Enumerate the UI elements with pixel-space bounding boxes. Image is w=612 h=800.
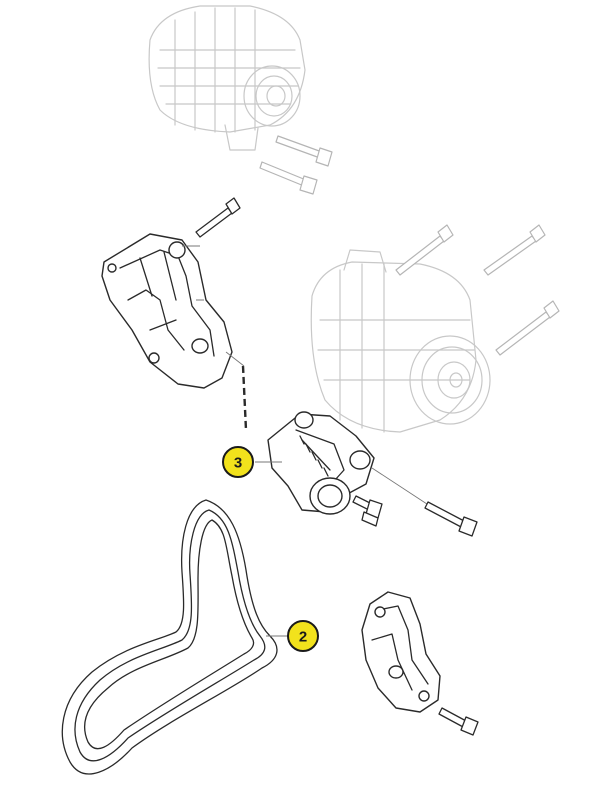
callout-2-circle xyxy=(287,620,319,652)
callout-3: 3 xyxy=(222,446,254,478)
compressor-bolt-2 xyxy=(483,224,546,276)
alignment-dashed-line xyxy=(241,365,248,431)
compressor-bolt-3 xyxy=(495,300,560,356)
mounting-bracket xyxy=(101,233,233,389)
ac-compressor xyxy=(310,249,491,433)
callout-2: 2 xyxy=(287,620,319,652)
idler-bracket-bolt xyxy=(438,707,479,736)
callout-3-circle xyxy=(222,446,254,478)
belt-tensioner xyxy=(267,411,375,515)
idler-bracket xyxy=(361,591,441,713)
tensioner-small-bolt xyxy=(352,495,383,527)
alternator-bolt-upper xyxy=(275,135,333,167)
drive-belt xyxy=(61,499,278,775)
compressor-bolt-1 xyxy=(395,224,454,276)
callout-2-label: 2 xyxy=(299,629,307,646)
tensioner-long-bolt xyxy=(371,467,478,537)
alternator-bolt-lower xyxy=(259,161,318,195)
bracket-bolt xyxy=(195,197,241,238)
leader-line-bracket xyxy=(225,351,245,367)
callout-3-label: 3 xyxy=(234,455,242,472)
alternator xyxy=(148,5,306,151)
